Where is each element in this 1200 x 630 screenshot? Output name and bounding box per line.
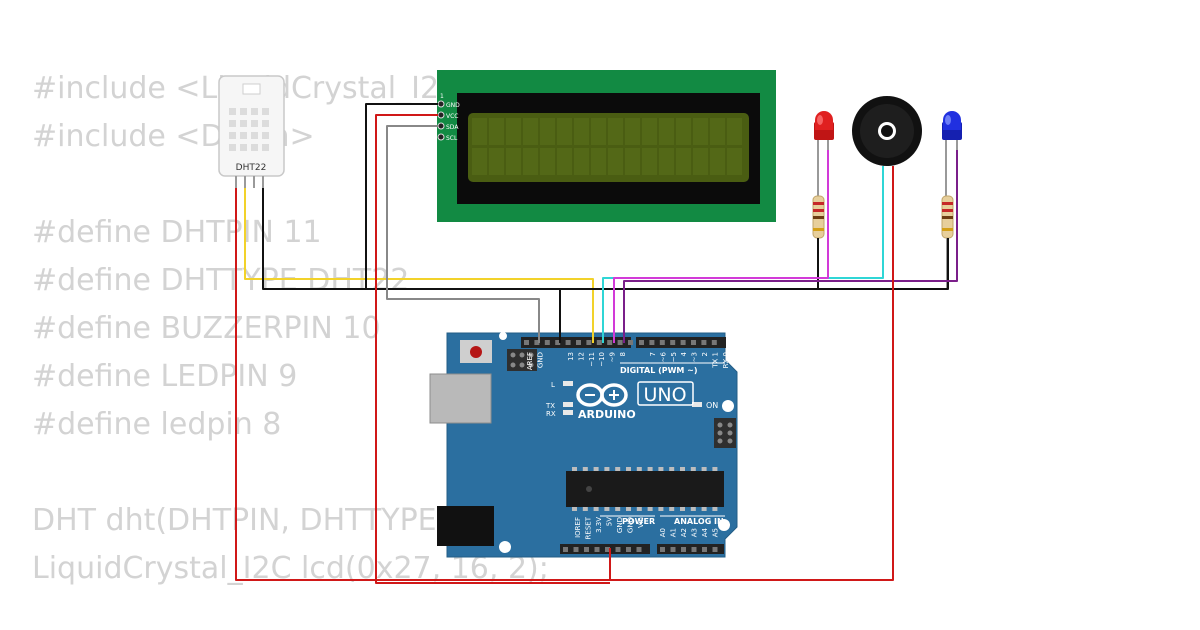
led-rx-label: RX	[546, 410, 556, 418]
code-line: #define DHTTYPE DHT22	[32, 263, 410, 298]
mounting-hole	[718, 519, 730, 531]
power-pin-label: Vin	[637, 517, 645, 528]
analog-in-label: ANALOG IN	[674, 517, 724, 526]
digital-pin-label: ~10	[598, 352, 606, 367]
digital-pin-label: AREF	[526, 352, 534, 370]
lcd-pin-vcc: VCC	[446, 113, 458, 120]
wire-dht-vcc	[235, 188, 611, 581]
digital-pin-label: 13	[567, 352, 575, 361]
reset-button[interactable]	[470, 346, 482, 358]
arduino-logo: ARDUINO UNO	[576, 381, 694, 421]
analog-header	[657, 544, 724, 554]
lcd-module[interactable]: 1 GND VCC SDA SCL	[437, 70, 776, 222]
digital-pin-label: 12	[577, 352, 585, 361]
mounting-hole	[499, 332, 507, 340]
power-pin-label: GND	[616, 517, 624, 533]
digital-pin-label: GND	[537, 352, 545, 368]
digital-pin-label: ~5	[670, 352, 678, 362]
dht22-pins	[235, 176, 264, 188]
blue-led[interactable]	[942, 111, 962, 198]
power-pin-label: 3.3V	[595, 517, 603, 533]
mounting-hole	[499, 541, 511, 553]
wire-lcd-vcc	[375, 114, 610, 584]
dht22-vent-grid	[229, 108, 269, 151]
digital-pin-label: ~9	[609, 352, 617, 362]
digital-pin-label: 8	[619, 352, 627, 356]
lcd-pin-sda: SDA	[446, 124, 459, 131]
digital-pin-label: TX 1	[711, 352, 719, 369]
led-tx-label: TX	[545, 402, 555, 410]
lcd-char-cells	[472, 118, 742, 175]
power-jack	[437, 506, 494, 546]
digital-pin-label: ~6	[659, 351, 667, 362]
analog-pin-label: A4	[701, 527, 709, 537]
mounting-hole	[722, 400, 734, 412]
code-line: DHT dht(DHTPIN, DHTTYPE);	[32, 503, 459, 538]
icsp-header-right	[714, 418, 736, 448]
power-pin-label: RESET	[585, 516, 593, 539]
dht22-label: DHT22	[236, 163, 267, 173]
analog-pin-label: A1	[670, 528, 678, 537]
on-led-label: ON	[706, 401, 718, 410]
wire-lcd-gnd	[365, 103, 561, 343]
code-line: #define LEDPIN 9	[32, 359, 298, 394]
wire-buzzer-power	[610, 166, 894, 581]
digital-pin-label: ~3	[691, 352, 699, 362]
wire-lcd-sda	[386, 125, 540, 343]
analog-pin-label: A2	[680, 528, 688, 537]
code-line: #define DHTPIN 11	[32, 215, 322, 250]
power-pin-label: 5V	[606, 517, 614, 526]
icsp-header-left	[507, 349, 537, 371]
led-l-label: L	[551, 381, 555, 389]
red-led[interactable]	[814, 111, 834, 198]
dht22-sensor[interactable]: DHT22	[218, 75, 285, 188]
wire-dht-data	[244, 188, 594, 343]
analog-pin-label: A0	[659, 528, 667, 537]
arduino-brand: ARDUINO	[578, 408, 636, 421]
power-analog-pin-holes	[563, 547, 718, 552]
lcd-pin-index: 1	[440, 93, 444, 100]
usb-port	[429, 373, 492, 424]
buzzer[interactable]	[852, 96, 922, 166]
atmega-chip	[566, 467, 724, 511]
lcd-pin-scl: SCL	[446, 135, 458, 142]
analog-pin-label: A5	[712, 528, 720, 537]
digital-pin-label: 4	[680, 351, 688, 356]
wire-red-led-signal	[613, 150, 829, 343]
power-pin-label: GND	[627, 517, 635, 533]
digital-pin-holes	[524, 340, 717, 345]
digital-pin-label: RX 0	[722, 352, 730, 368]
wire-blue-led-signal	[623, 150, 958, 343]
arduino-model: UNO	[643, 384, 686, 406]
lcd-pin-header: 1 GND VCC SDA SCL	[437, 93, 460, 142]
lcd-pin-gnd: GND	[446, 102, 460, 109]
digital-pin-label: ~11	[588, 352, 596, 367]
analog-pin-label: A3	[691, 528, 699, 537]
digital-pin-label: 7	[649, 352, 657, 356]
onboard-leds: L TX RX ON	[545, 381, 718, 418]
wires	[235, 103, 958, 584]
digital-pwm-label: DIGITAL (PWM ~)	[620, 366, 698, 375]
power-label: POWER	[622, 517, 655, 526]
digital-pin-label: 2	[701, 352, 709, 356]
code-line: #define BUZZERPIN 10	[32, 311, 381, 346]
code-line: #define ledpin 8	[32, 407, 282, 442]
wire-gnd-bus	[560, 238, 949, 290]
power-pin-label: IOREF	[574, 517, 582, 538]
